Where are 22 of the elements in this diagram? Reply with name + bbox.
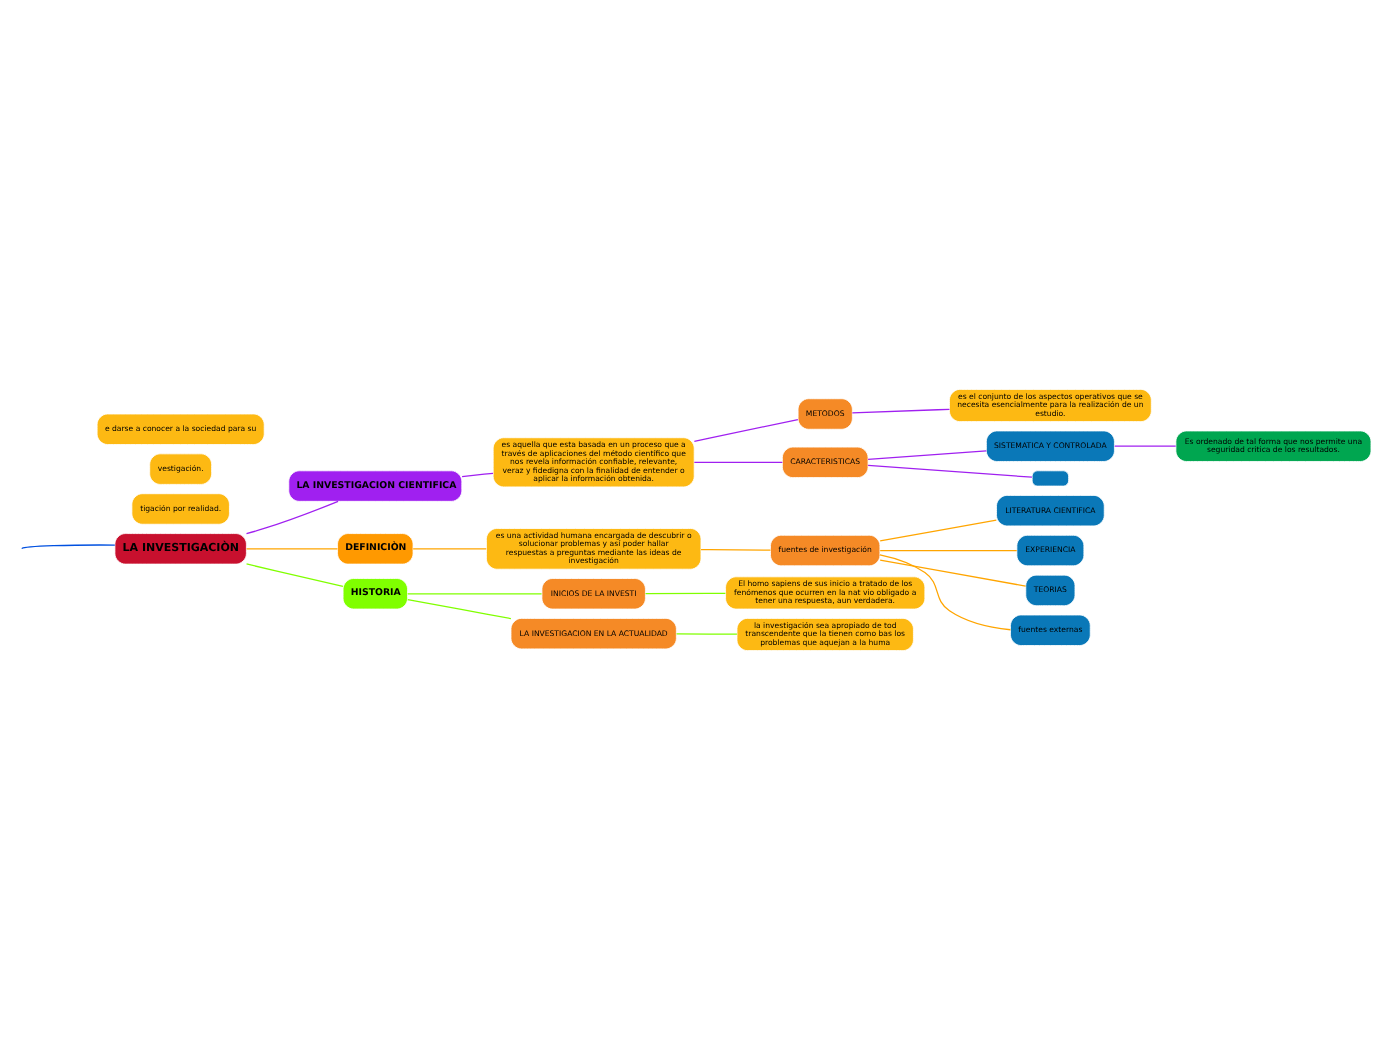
connector bbox=[879, 519, 997, 542]
connector bbox=[461, 472, 494, 478]
connector bbox=[693, 418, 799, 442]
connector bbox=[879, 554, 1012, 631]
connector bbox=[1114, 445, 1177, 447]
connector bbox=[879, 559, 1027, 587]
connector bbox=[851, 408, 951, 414]
connector bbox=[644, 592, 727, 595]
connector bbox=[407, 593, 543, 595]
connector bbox=[867, 464, 1033, 478]
connector bbox=[412, 548, 487, 550]
connector bbox=[867, 450, 987, 460]
node-box bbox=[1031, 470, 1070, 487]
connector bbox=[21, 544, 116, 550]
connector bbox=[245, 500, 339, 535]
connector bbox=[693, 461, 783, 463]
connector bbox=[245, 563, 344, 588]
connector bbox=[879, 549, 1018, 552]
connector bbox=[700, 549, 772, 551]
connector bbox=[675, 633, 738, 635]
connector bbox=[407, 599, 512, 620]
connector bbox=[245, 548, 339, 550]
